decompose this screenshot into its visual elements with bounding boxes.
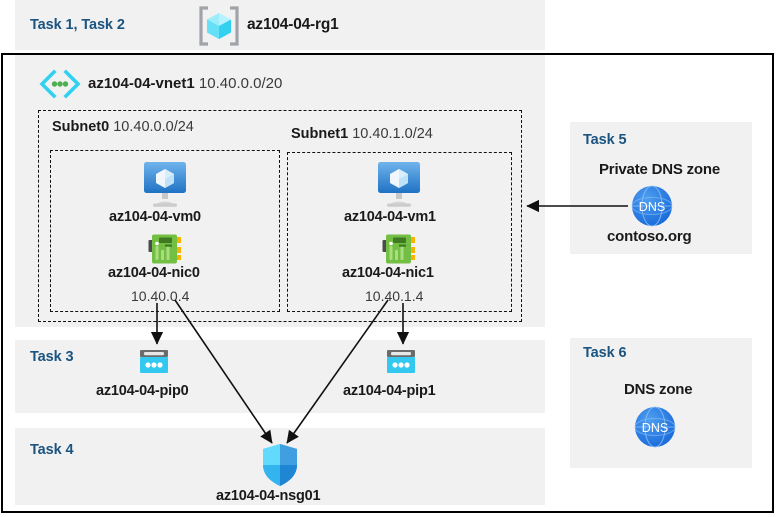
network-interface-icon <box>382 233 416 265</box>
dns-zone-icon: DNS <box>633 405 677 449</box>
subnets-container <box>38 110 522 322</box>
task-label-4: Task 4 <box>30 442 74 458</box>
resource-group-name: az104-04-rg1 <box>247 16 339 33</box>
task-label-6: Task 6 <box>583 345 627 361</box>
public-ip-address-icon <box>385 349 417 377</box>
task-label-3: Task 3 <box>30 349 74 365</box>
nic0-name: az104-04-nic0 <box>108 265 200 281</box>
vm1-name: az104-04-vm1 <box>344 209 436 225</box>
public-dns-heading: DNS zone <box>624 381 693 398</box>
private-dns-panel <box>570 122 752 254</box>
virtual-machine-icon <box>370 160 428 208</box>
pip1-name: az104-04-pip1 <box>343 383 436 399</box>
nic1-ip: 10.40.1.4 <box>365 288 424 304</box>
vm0-name: az104-04-vm0 <box>109 209 201 225</box>
subnet0-title: Subnet0 10.40.0.0/24 <box>52 119 194 135</box>
public-ip-address-icon <box>138 349 170 377</box>
resource-group-panel <box>15 0 545 50</box>
subnet1-name: Subnet1 <box>291 126 349 142</box>
public-ip-panel <box>15 340 545 413</box>
task-label-5: Task 5 <box>583 132 627 148</box>
nic1-name: az104-04-nic1 <box>342 265 434 281</box>
vnet-name: az104-04-vnet1 <box>88 75 195 92</box>
network-security-group-icon <box>261 443 299 487</box>
vnet-panel <box>15 55 545 327</box>
public-dns-panel <box>570 338 752 468</box>
dns-icon-label: DNS <box>642 421 668 435</box>
subnet0-prefix: 10.40.0.0/24 <box>113 119 194 135</box>
resource-group-icon <box>197 6 241 46</box>
subnet1-title: Subnet1 10.40.1.0/24 <box>291 126 433 142</box>
private-dns-zone-name: contoso.org <box>607 228 692 245</box>
pip0-name: az104-04-pip0 <box>96 383 189 399</box>
subnet0-name: Subnet0 <box>52 119 110 135</box>
subnet0-box <box>50 150 280 312</box>
vnet-address-space: 10.40.0.0/20 <box>198 75 283 92</box>
subnet1-prefix: 10.40.1.0/24 <box>352 126 433 142</box>
dns-icon-label: DNS <box>639 200 665 214</box>
private-dns-heading: Private DNS zone <box>599 161 721 178</box>
vnet-title: az104-04-vnet1 10.40.0.0/20 <box>88 75 282 92</box>
network-interface-icon <box>148 233 182 265</box>
subnet1-box <box>287 152 512 312</box>
virtual-machine-icon <box>136 160 194 208</box>
subscription-boundary <box>1 53 774 513</box>
dns-zone-icon: DNS <box>630 184 674 228</box>
nsg-name: az104-04-nsg01 <box>216 488 321 504</box>
nic0-ip: 10.40.0.4 <box>131 288 190 304</box>
virtual-network-icon <box>38 69 82 99</box>
task-label-1-2: Task 1, Task 2 <box>30 17 125 33</box>
